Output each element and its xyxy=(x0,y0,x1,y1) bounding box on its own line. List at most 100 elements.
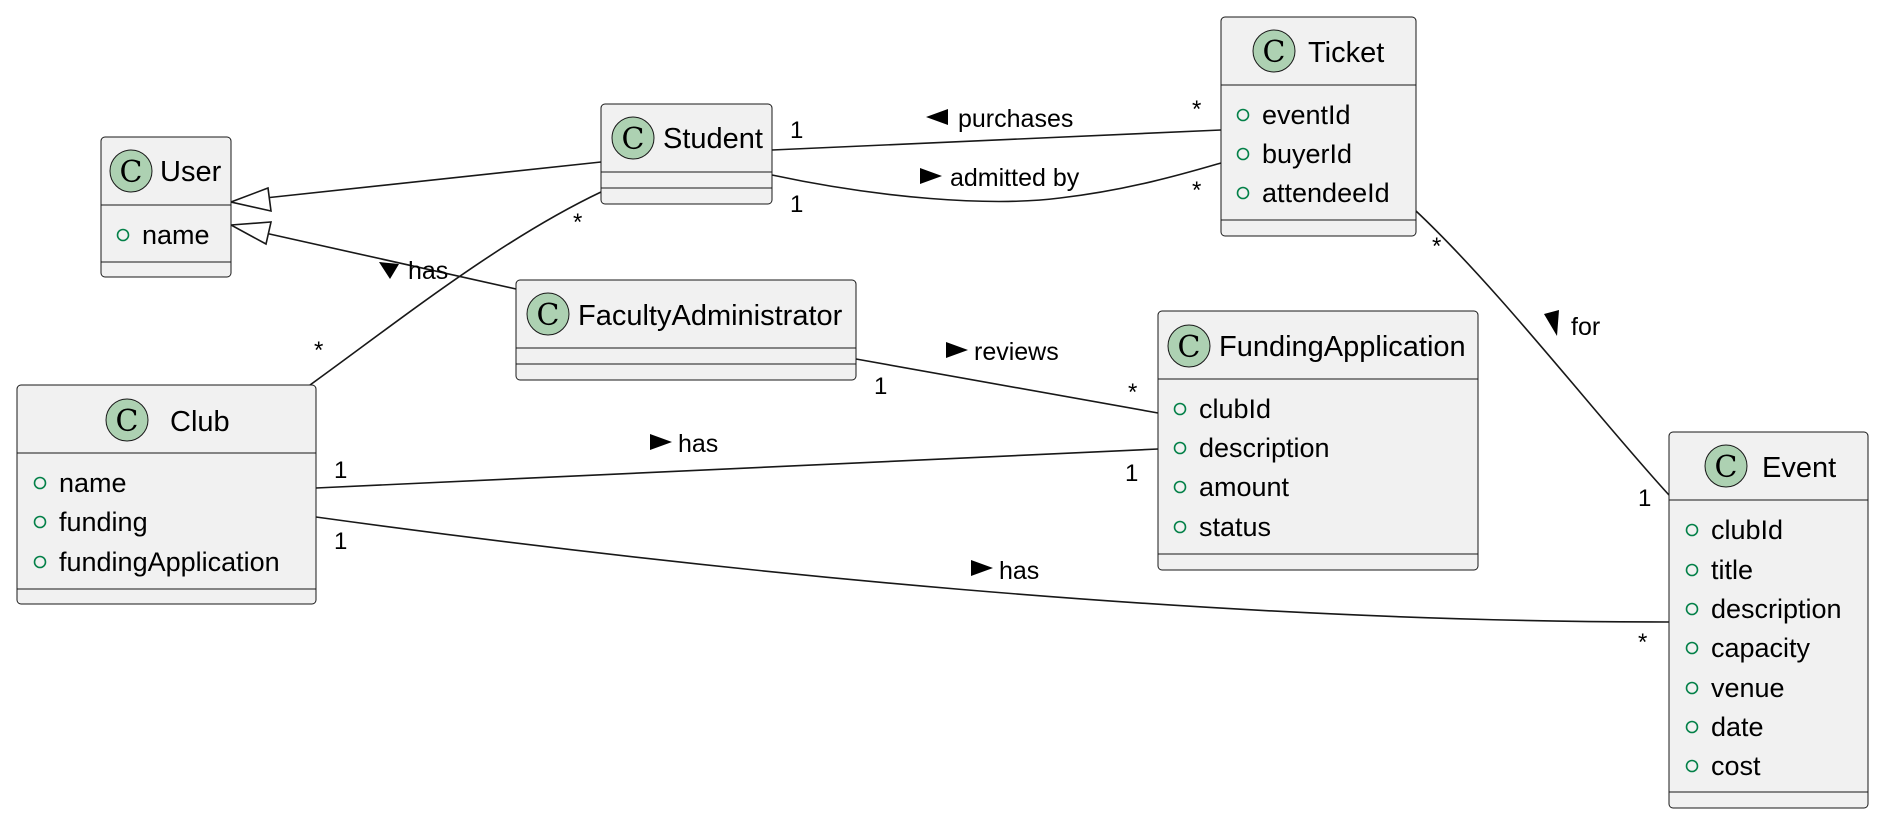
class-attribute: venue xyxy=(1711,673,1785,703)
multiplicity: 1 xyxy=(334,528,347,555)
class-attribute: name xyxy=(59,468,127,498)
multiplicity: * xyxy=(314,337,323,364)
direction-arrow-right xyxy=(946,342,968,358)
class-attribute: title xyxy=(1711,555,1753,585)
edge-faculty-funding-reviews xyxy=(855,358,1159,414)
class-ticket[interactable]: C Ticket eventId buyerId attendeeId xyxy=(1220,16,1417,237)
class-attribute: date xyxy=(1711,712,1764,742)
public-visibility-icon xyxy=(1685,681,1699,695)
class-attribute: clubId xyxy=(1711,515,1783,545)
class-stereotype-icon xyxy=(109,149,153,193)
relation-label-admitted-by: admitted by xyxy=(950,164,1080,192)
class-attribute: fundingApplication xyxy=(59,547,280,577)
class-attribute: status xyxy=(1199,512,1271,542)
edge-ticket-event-for xyxy=(1415,210,1670,496)
edge-student-ticket-purchases xyxy=(771,129,1222,151)
relation-label-has: has xyxy=(999,557,1039,585)
class-attribute: attendeeId xyxy=(1262,178,1390,208)
public-visibility-icon xyxy=(1236,186,1250,200)
class-name: FacultyAdministrator xyxy=(578,300,843,332)
multiplicity: * xyxy=(1638,629,1647,656)
direction-arrow-right xyxy=(650,434,672,450)
direction-arrow-right xyxy=(920,168,942,184)
relation-label-has: has xyxy=(408,257,448,285)
class-attribute: name xyxy=(142,220,210,250)
class-stereotype-glyph: C xyxy=(622,122,645,157)
multiplicity: 1 xyxy=(790,117,803,144)
class-funding-application[interactable]: C FundingApplication clubId description … xyxy=(1157,310,1479,571)
public-visibility-icon xyxy=(1236,147,1250,161)
class-attribute: buyerId xyxy=(1262,139,1352,169)
multiplicity: * xyxy=(1192,177,1201,204)
direction-arrow-right xyxy=(379,262,399,279)
relation-label-purchases: purchases xyxy=(958,105,1073,133)
edge-student-ticket-admitted-by xyxy=(771,162,1222,203)
multiplicity: 1 xyxy=(790,191,803,218)
class-event[interactable]: C Event clubId title description capacit… xyxy=(1668,431,1869,809)
class-stereotype-glyph: C xyxy=(1178,330,1201,365)
class-stereotype-icon xyxy=(1704,444,1748,488)
relation-label-for: for xyxy=(1571,313,1600,341)
class-attribute: eventId xyxy=(1262,100,1351,130)
multiplicity: 1 xyxy=(1125,460,1138,487)
public-visibility-icon xyxy=(116,228,130,242)
class-name: Event xyxy=(1762,452,1836,484)
edge-club-event-has xyxy=(315,516,1670,623)
public-visibility-icon xyxy=(1173,480,1187,494)
class-stereotype-icon xyxy=(1167,324,1211,368)
class-stereotype-glyph: C xyxy=(1263,35,1286,70)
class-stereotype-glyph: C xyxy=(120,155,143,190)
class-stereotype-icon xyxy=(611,116,655,160)
class-attribute: clubId xyxy=(1199,394,1271,424)
generalization-arrowhead xyxy=(228,186,272,213)
class-stereotype-icon xyxy=(105,398,149,442)
class-stereotype-glyph: C xyxy=(1715,450,1738,485)
class-name: Student xyxy=(663,123,763,155)
class-attribute: capacity xyxy=(1711,633,1811,663)
class-attribute: description xyxy=(1711,594,1842,624)
direction-arrow-down xyxy=(1544,310,1559,336)
class-attribute: cost xyxy=(1711,751,1761,781)
class-name: Ticket xyxy=(1308,37,1384,69)
generalization-arrowhead xyxy=(228,221,273,246)
multiplicity: 1 xyxy=(874,373,887,400)
multiplicity: 1 xyxy=(334,457,347,484)
class-name: FundingApplication xyxy=(1219,331,1466,363)
class-stereotype-icon xyxy=(526,292,570,336)
public-visibility-icon xyxy=(1173,520,1187,534)
public-visibility-icon xyxy=(1685,720,1699,734)
edge-faculty-user-generalization xyxy=(264,232,517,290)
relation-label-reviews: reviews xyxy=(974,338,1059,366)
public-visibility-icon xyxy=(1173,441,1187,455)
class-stereotype-icon xyxy=(1252,29,1296,73)
direction-arrow-right xyxy=(971,560,993,576)
multiplicity: * xyxy=(1192,96,1201,123)
public-visibility-icon xyxy=(1685,563,1699,577)
direction-arrow-left xyxy=(926,109,948,125)
public-visibility-icon xyxy=(1685,641,1699,655)
class-student[interactable]: C Student xyxy=(600,103,773,205)
public-visibility-icon xyxy=(33,555,47,569)
multiplicity: 1 xyxy=(1638,485,1651,512)
edge-club-funding-has xyxy=(315,448,1159,489)
class-stereotype-glyph: C xyxy=(116,404,139,439)
public-visibility-icon xyxy=(33,476,47,490)
class-attribute: funding xyxy=(59,507,148,537)
class-club[interactable]: C Club name funding fundingApplication xyxy=(16,384,317,605)
public-visibility-icon xyxy=(1173,402,1187,416)
class-attribute: description xyxy=(1199,433,1330,463)
multiplicity: * xyxy=(573,209,582,236)
public-visibility-icon xyxy=(1236,108,1250,122)
class-user[interactable]: C User name xyxy=(100,136,232,278)
public-visibility-icon xyxy=(1685,759,1699,773)
multiplicity: * xyxy=(1128,379,1137,406)
public-visibility-icon xyxy=(1685,602,1699,616)
class-attribute: amount xyxy=(1199,472,1290,502)
multiplicity: * xyxy=(1432,233,1441,260)
edge-club-student-has xyxy=(309,191,602,386)
public-visibility-icon xyxy=(1685,523,1699,537)
class-name: Club xyxy=(170,406,230,438)
edge-student-user-generalization xyxy=(264,161,602,199)
class-faculty-administrator[interactable]: C FacultyAdministrator xyxy=(515,279,857,381)
